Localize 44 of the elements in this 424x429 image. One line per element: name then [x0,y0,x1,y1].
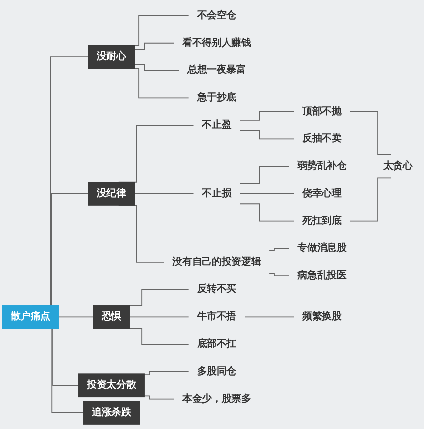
node-box: 恐惧 [93,305,130,330]
node-box: 没纪律 [88,182,136,206]
node-box: 追涨杀跌 [83,401,140,425]
connector [240,111,295,121]
node-text: 死扛到底 [302,215,342,227]
node-text: 频繁换股 [302,311,342,322]
node-text: 总想一夜暴富 [187,64,246,76]
node-text: 顶部不抛 [302,106,342,118]
connector [58,316,94,318]
node-text: 弱势乱补仓 [298,160,347,172]
node-text: 太贪心 [383,160,413,172]
node-box: 散户痛点 [2,305,60,330]
node-text: 牛市不捂 [197,311,237,322]
node-text: 看不得别人赚钱 [182,37,252,49]
connector [350,178,392,222]
node-box: 没耐心 [88,45,136,69]
connector [129,328,190,345]
connector [144,371,190,376]
node-text: 不会空仓 [197,10,237,22]
connector [129,289,190,306]
node-text: 反转不买 [197,284,237,296]
node-text: 不止盈 [202,120,232,131]
connector [240,130,295,140]
connector [144,396,175,400]
node-text: 没有自己的投资逻辑 [172,256,262,268]
node-text: 病急乱投医 [298,270,347,282]
node-box: 投资太分散 [78,374,145,398]
connector [350,111,392,156]
node-text: 本金少，股票多 [182,393,252,405]
node-text: 多股同仓 [197,366,237,378]
connector [134,64,180,72]
connector [134,42,175,50]
node-text: 专做消息股 [298,242,347,254]
connector [240,166,290,184]
connector [269,273,290,277]
connector [129,316,190,318]
node-text: 侥幸心理 [302,188,342,200]
node-text: 不止损 [202,188,232,200]
node-text: 底部不扛 [197,338,237,350]
connector [244,316,295,318]
node-text: 反抽不卖 [302,133,342,144]
node-text: 急于抄底 [197,92,237,104]
connector [269,248,290,252]
connector [240,204,295,222]
